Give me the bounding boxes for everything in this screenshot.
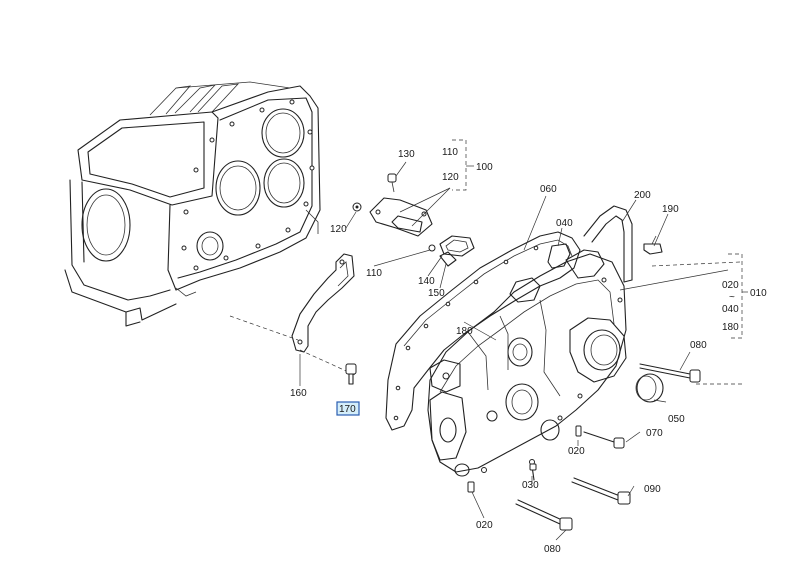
leader-lines (299, 161, 729, 541)
bolt-070 (583, 431, 625, 449)
bolt-080-lower (515, 499, 573, 531)
callout-120-left: 120 (330, 224, 347, 235)
callout-090: 090 (644, 484, 661, 495)
group-bracket-010 (728, 253, 748, 339)
callout-130: 130 (398, 149, 415, 160)
callout-020-right: 020 (568, 446, 585, 457)
callout-050: 050 (668, 414, 685, 425)
callout-020-group: 020 (722, 280, 739, 291)
callout-190: 190 (662, 204, 679, 215)
callout-010: 010 (750, 288, 767, 299)
flywheel-housing (64, 81, 321, 327)
cover-plate-100 (369, 197, 433, 237)
callout-120-top: 120 (442, 172, 459, 183)
breather-pipe-200 (583, 205, 633, 283)
group-bracket-100 (452, 139, 474, 191)
callout-180-group: 180 (722, 322, 739, 333)
callout-170[interactable]: 170 (339, 404, 356, 415)
callout-080-upper: 080 (690, 340, 707, 351)
bolt-080-upper (639, 363, 701, 383)
clip-190 (643, 235, 663, 255)
callout-tilde: ~ (729, 292, 735, 303)
bolt-170 (345, 363, 357, 385)
callout-070: 070 (646, 428, 663, 439)
bolt-090 (571, 477, 631, 505)
highlight-box-170[interactable] (336, 401, 360, 416)
callout-100: 100 (476, 162, 493, 173)
bolt-130 (387, 173, 397, 193)
washer-120 (352, 202, 362, 212)
callout-020-bottom: 020 (476, 520, 493, 531)
dowel-020-bottom (467, 481, 475, 493)
callout-110-left: 110 (366, 268, 382, 279)
callout-150: 150 (428, 288, 445, 299)
callout-140: 140 (418, 276, 435, 287)
callout-080-lower: 080 (544, 544, 561, 555)
callout-110-top: 110 (442, 147, 458, 158)
plate-150 (439, 251, 457, 267)
gear-case (385, 231, 664, 477)
callout-030: 030 (522, 480, 539, 491)
callout-200: 200 (634, 190, 651, 201)
dowel-020-right (575, 425, 582, 437)
washer-110 (428, 244, 436, 252)
callout-040-group: 040 (722, 304, 739, 315)
callout-180: 180 (456, 326, 473, 337)
callout-060: 060 (540, 184, 557, 195)
callout-160: 160 (290, 388, 307, 399)
callout-040-top: 040 (556, 218, 573, 229)
bolt-030 (529, 463, 537, 481)
cover-plate-160 (291, 253, 355, 353)
